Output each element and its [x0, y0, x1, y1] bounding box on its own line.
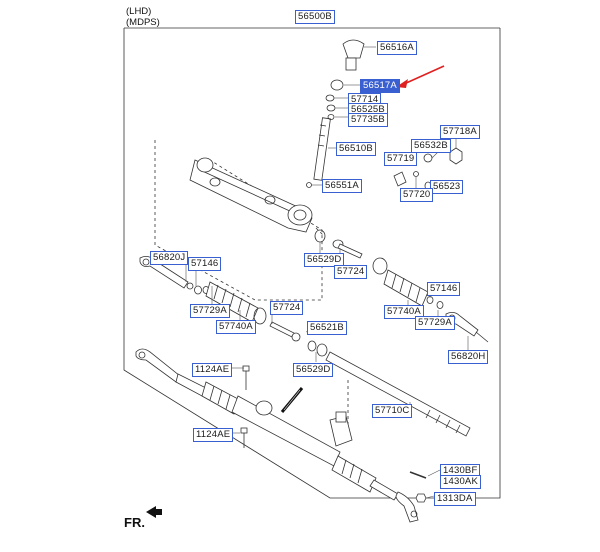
part-label[interactable]: 57724 — [270, 301, 304, 315]
part-label[interactable]: 1124AE — [192, 363, 233, 377]
upper-rack-housing — [189, 157, 313, 233]
part-label[interactable]: 57146 — [427, 282, 461, 296]
part-label[interactable]: 57720 — [400, 188, 434, 202]
part-label-highlighted[interactable]: 56517A — [360, 79, 400, 93]
part-label[interactable]: 57729A — [190, 304, 230, 318]
part-label[interactable]: 1430AK — [440, 475, 482, 489]
part-label[interactable]: 57719 — [384, 152, 418, 166]
part-label[interactable]: 57729A — [415, 316, 455, 330]
rack-bar — [325, 351, 471, 437]
boot-right — [383, 269, 429, 307]
part-label[interactable]: 57735B — [348, 113, 388, 127]
part-label[interactable]: 57146 — [188, 257, 222, 271]
header-mdps: (MDPS) — [126, 17, 160, 28]
part-label[interactable]: 56500B — [295, 10, 335, 24]
part-label[interactable]: 56532B — [411, 139, 451, 153]
part-label[interactable]: 1313DA — [434, 492, 476, 506]
part-label[interactable]: 56820J — [150, 251, 189, 265]
part-label[interactable]: 56529D — [293, 363, 334, 377]
part-label[interactable]: 56523 — [430, 180, 464, 194]
part-label[interactable]: 56551A — [322, 179, 362, 193]
part-label[interactable]: 56521B — [307, 321, 347, 335]
part-label[interactable]: 56820H — [448, 350, 489, 364]
front-direction-label: FR. — [124, 515, 145, 530]
part-label[interactable]: 56510B — [336, 142, 376, 156]
frame-outline — [123, 28, 501, 499]
bolts — [240, 365, 250, 448]
front-direction-arrow — [146, 506, 162, 518]
part-label[interactable]: 56516A — [377, 41, 417, 55]
part-label[interactable]: 57710C — [372, 404, 413, 418]
part-label[interactable]: 57718A — [440, 125, 480, 139]
part-label[interactable]: 57740A — [216, 320, 256, 334]
part-label[interactable]: 57740A — [384, 305, 424, 319]
header-lhd: (LHD) — [126, 6, 152, 17]
inner-tie-rod-left — [269, 321, 301, 342]
part-label[interactable]: 1124AE — [193, 428, 234, 442]
inner-tie-rod-right — [332, 239, 363, 259]
lower-assembly — [135, 348, 419, 523]
top-cap-parts — [325, 39, 365, 120]
highlight-arrow — [396, 65, 445, 88]
pinion-shaft — [306, 117, 331, 188]
part-label[interactable]: 56529D — [304, 253, 345, 267]
part-label[interactable]: 57724 — [334, 265, 368, 279]
